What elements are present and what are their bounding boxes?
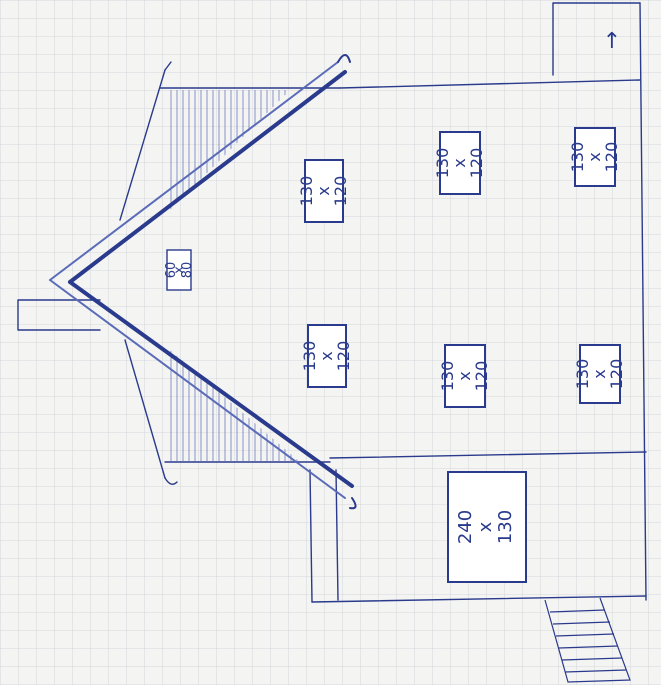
roof-beam-lower-outer — [49, 279, 346, 499]
stairs — [544, 597, 631, 683]
extension-bottom-line — [311, 595, 647, 603]
door-label-line2: x — [475, 521, 496, 532]
stairs-step-6 — [564, 669, 627, 673]
door-label-line1: 240 — [455, 510, 476, 544]
window-3 — [574, 127, 616, 187]
attic-window — [166, 249, 192, 291]
frame-top-right — [552, 2, 641, 76]
window-6-label-line1: 130 — [573, 359, 592, 390]
roof-end-hook-top — [337, 54, 351, 63]
window-3-label-line2: x — [585, 152, 604, 161]
roof-beam-upper-inner — [68, 70, 347, 284]
eave-bottom-line — [124, 339, 166, 479]
window-1 — [304, 159, 344, 223]
window-6-label-line3: 120 — [607, 359, 626, 390]
window-4-label-line3: 120 — [334, 341, 353, 372]
window-2-label-line3: 120 — [467, 148, 486, 179]
extension-left-line — [309, 469, 313, 603]
window-2-label-line2: x — [450, 158, 469, 167]
window-3-label-line1: 130 — [568, 142, 587, 173]
direction-arrow: ↑ — [603, 29, 621, 54]
window-6 — [579, 344, 621, 404]
window-1-label-line1: 130 — [297, 176, 316, 207]
window-4-label-line2: x — [317, 351, 336, 360]
window-4 — [307, 324, 347, 388]
stairs-step-1 — [549, 609, 606, 613]
window-2-label-line1: 130 — [433, 148, 452, 179]
window-5-label-line1: 130 — [438, 361, 457, 392]
stairs-step-3 — [555, 633, 615, 637]
stairs-step-4 — [558, 645, 619, 649]
roof-beam-lower-inner — [68, 280, 354, 488]
stairs-step-2 — [552, 621, 611, 625]
attic-window-label-line1: 60 — [164, 262, 179, 279]
window-3-label-line3: 120 — [602, 142, 621, 173]
window-1-label-line2: x — [314, 186, 333, 195]
eave-top-hook — [164, 61, 172, 71]
roof-end-hook-bottom — [349, 497, 357, 510]
door-label-line3: 130 — [495, 510, 516, 544]
window-4-label-line1: 130 — [300, 341, 319, 372]
window-5-label-line2: x — [455, 371, 474, 380]
wall-top-line — [339, 79, 641, 89]
eave-top-line — [119, 69, 166, 221]
eave-bottom-hook — [164, 477, 178, 485]
window-5-label-line3: 120 — [472, 361, 491, 392]
chimney — [17, 299, 101, 331]
window-2 — [439, 131, 481, 195]
stairs-step-5 — [561, 657, 623, 661]
window-6-label-line2: x — [590, 369, 609, 378]
window-1-label-line3: 120 — [331, 176, 350, 207]
door — [447, 471, 527, 583]
window-5 — [444, 344, 486, 408]
frame-right-edge — [639, 2, 647, 601]
attic-window-label-line3: 80 — [180, 262, 195, 279]
attic-window-label-line2: x — [172, 266, 187, 274]
stairs-outline — [544, 597, 631, 683]
roof-beam-upper-outer — [49, 61, 339, 281]
wall-bottom-line — [329, 451, 647, 459]
